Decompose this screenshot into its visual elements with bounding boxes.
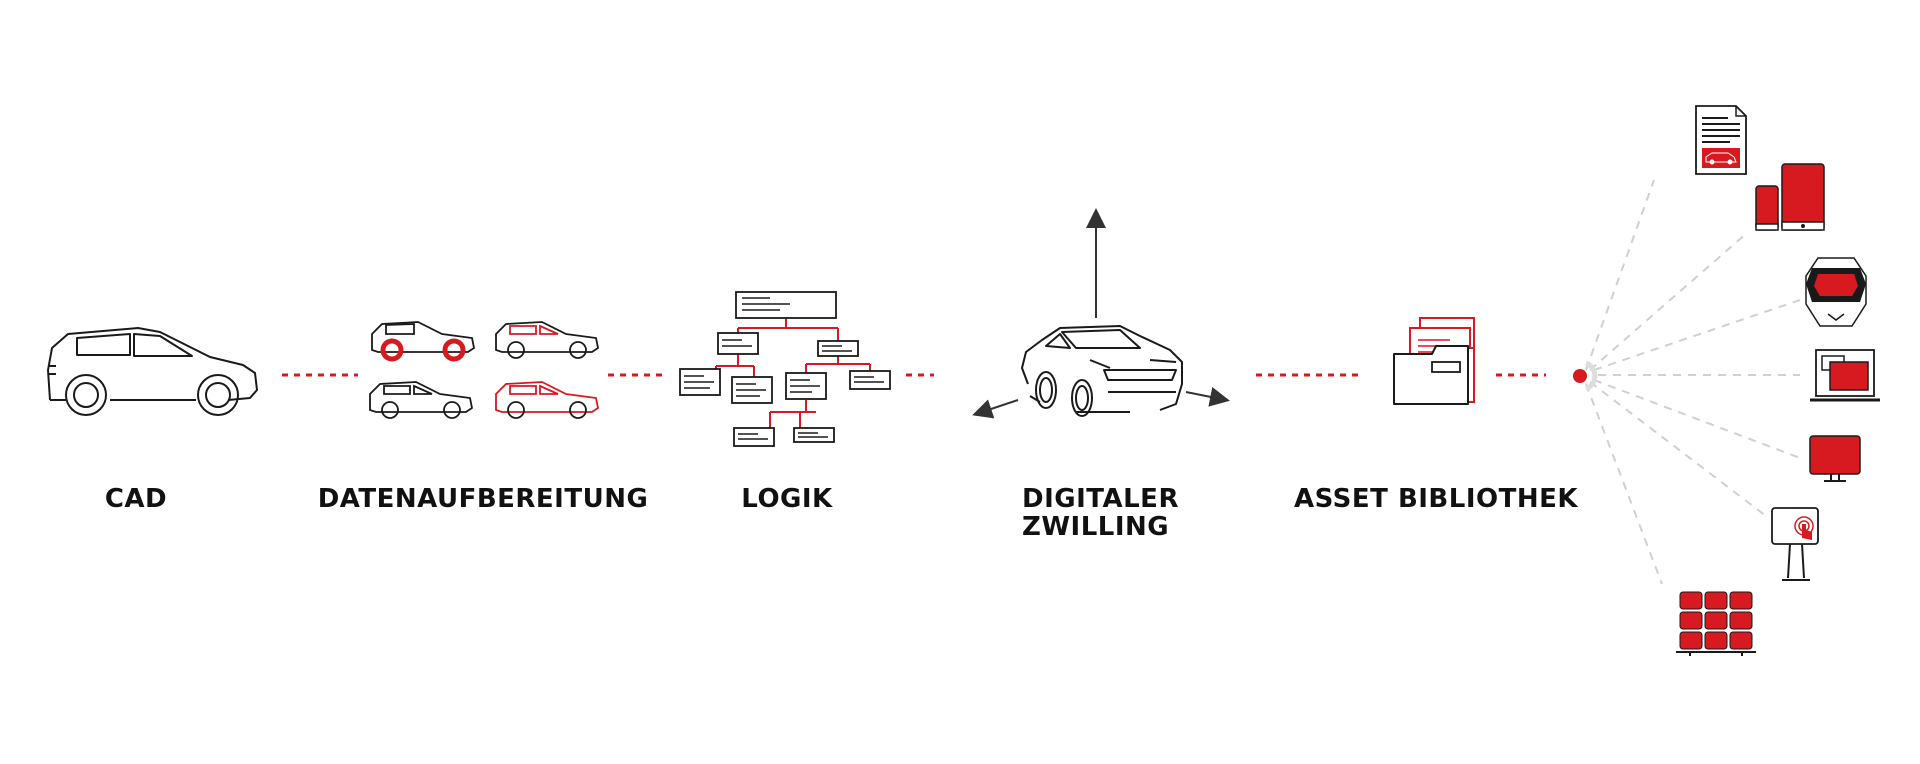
vr-headset-icon [1805,257,1867,327]
mobile-devices-icon [1755,163,1825,231]
car-variants-icon [369,321,600,419]
car-outline-icon [47,327,258,416]
document-icon [1695,105,1747,175]
video-wall-icon [1676,591,1756,656]
distribution-hub [1573,179,1801,585]
label-datenaufbereitung: DATENAUFBEREITUNG [317,484,649,514]
label-cad: CAD [104,484,168,514]
monitor-icon [1809,435,1861,482]
digital-twin-car-icon [972,208,1230,419]
logic-tree-icon [679,291,891,447]
touch-kiosk-icon [1771,507,1819,581]
label-logik: LOGIK [741,484,833,514]
label-digitaler-zwilling-line2: ZWILLING [1022,512,1170,542]
label-asset-bibliothek: ASSET BIBLIOTHEK [1293,484,1579,514]
folder-icon [1393,317,1475,405]
laptop-icon [1810,349,1880,402]
label-digitaler-zwilling-line1: DIGITALER [1022,484,1179,514]
